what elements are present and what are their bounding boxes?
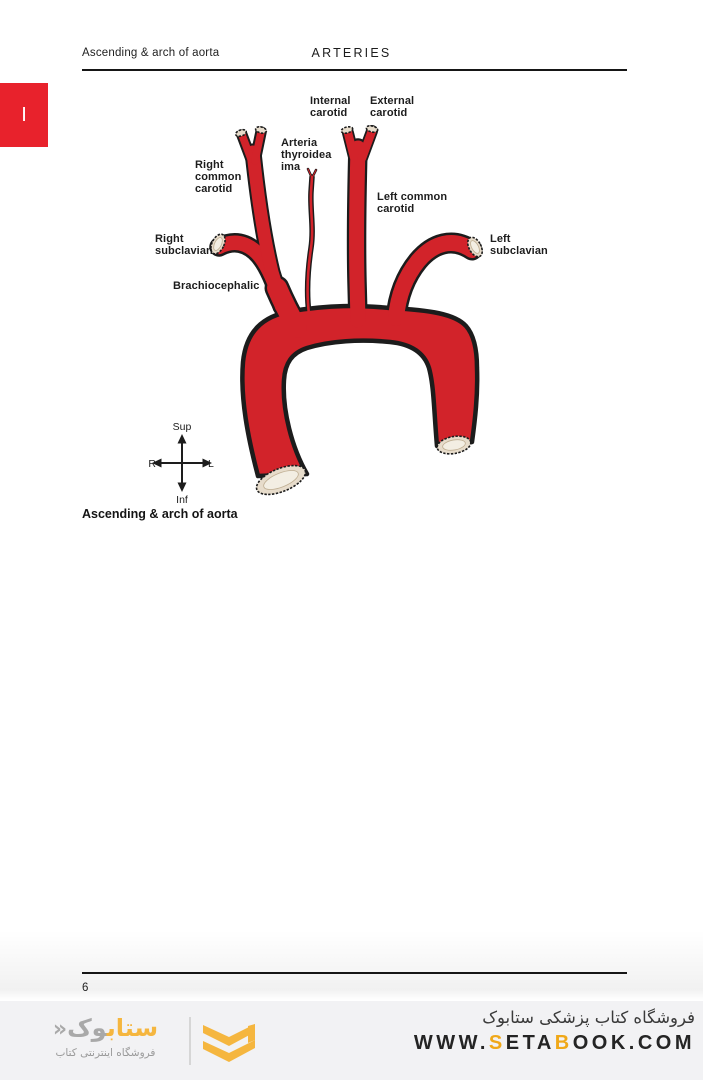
label-brachiocephalic: Brachiocephalic — [173, 280, 260, 292]
url-part-b: B — [554, 1032, 573, 1054]
wordmark-yellow-part: ستاب — [106, 1014, 159, 1042]
label-left-common-carotid: Left common carotid — [377, 191, 448, 215]
compass-right: R — [148, 458, 156, 470]
bookstore-footer: ستابوک« فروشگاه اینترنتی کتاب فروشگاه کت… — [0, 1001, 703, 1080]
url-part-ookcom: OOK.COM — [572, 1032, 695, 1054]
arrow-down-icon — [177, 482, 187, 492]
label-left-subclavian: Left subclavian — [490, 233, 548, 257]
logo-subtext: فروشگاه اینترنتی کتاب — [55, 1047, 156, 1059]
compass-sup: Sup — [173, 421, 192, 433]
header-section-title: Ascending & arch of aorta — [82, 47, 220, 59]
header-rule — [82, 69, 627, 71]
vessel-cut-ends — [210, 124, 484, 496]
url-part-www: WWW. — [413, 1032, 489, 1054]
aorta-diagram — [209, 124, 484, 496]
label-right-subclavian: Right subclavian — [155, 233, 213, 257]
footer-rule — [82, 972, 627, 974]
wordmark-gray-part: وک — [67, 1014, 107, 1042]
chapter-tab: I — [0, 83, 48, 147]
setabook-wordmark: ستابوک« — [28, 1015, 183, 1043]
page-bottom-shadow — [0, 930, 703, 1000]
label-arteria-thyroidea-ima: Arteria thyroidea ima — [281, 137, 332, 173]
url-part-eta: ETA — [505, 1032, 555, 1054]
page-number: 6 — [82, 982, 89, 994]
compass-inf: Inf — [176, 494, 188, 506]
url-part-s: S — [488, 1032, 506, 1054]
footer-url: WWW.SETABOOK.COM — [414, 1032, 695, 1055]
footer-tagline: فروشگاه کتاب پزشکی ستابوک — [482, 1008, 695, 1027]
logo-separator — [189, 1017, 191, 1065]
chapter-tab-label: I — [21, 103, 27, 126]
orientation-compass: Sup Inf R L — [148, 421, 214, 506]
label-external-carotid: External carotid — [370, 95, 415, 119]
arrow-up-icon — [177, 434, 187, 444]
header-book-title: ARTERIES — [311, 46, 392, 60]
label-internal-carotid: Internal carotid — [310, 95, 351, 119]
setabook-logo-icon — [203, 1024, 255, 1062]
wordmark-chevrons: « — [52, 1017, 68, 1042]
arrow-left-icon — [152, 458, 162, 468]
compass-left: L — [208, 458, 214, 470]
figure-caption: Ascending & arch of aorta — [82, 507, 238, 521]
label-right-common-carotid: Right common carotid — [195, 159, 242, 195]
arrow-right-icon — [202, 458, 212, 468]
